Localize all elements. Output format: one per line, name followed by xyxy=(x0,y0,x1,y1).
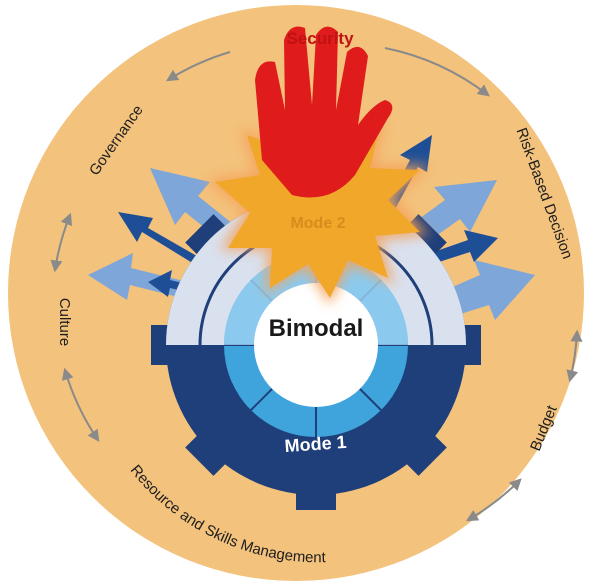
cycle-arrow-icon xyxy=(50,47,583,522)
center-label: Bimodal xyxy=(269,315,364,342)
mode2-label: Mode 2 xyxy=(290,215,345,232)
security-label: Security xyxy=(286,29,354,48)
mode1-label: Mode 1 xyxy=(284,432,347,456)
culture-label: Culture xyxy=(56,298,73,346)
center-circle xyxy=(254,283,378,407)
stop-hand-icon xyxy=(255,26,393,198)
